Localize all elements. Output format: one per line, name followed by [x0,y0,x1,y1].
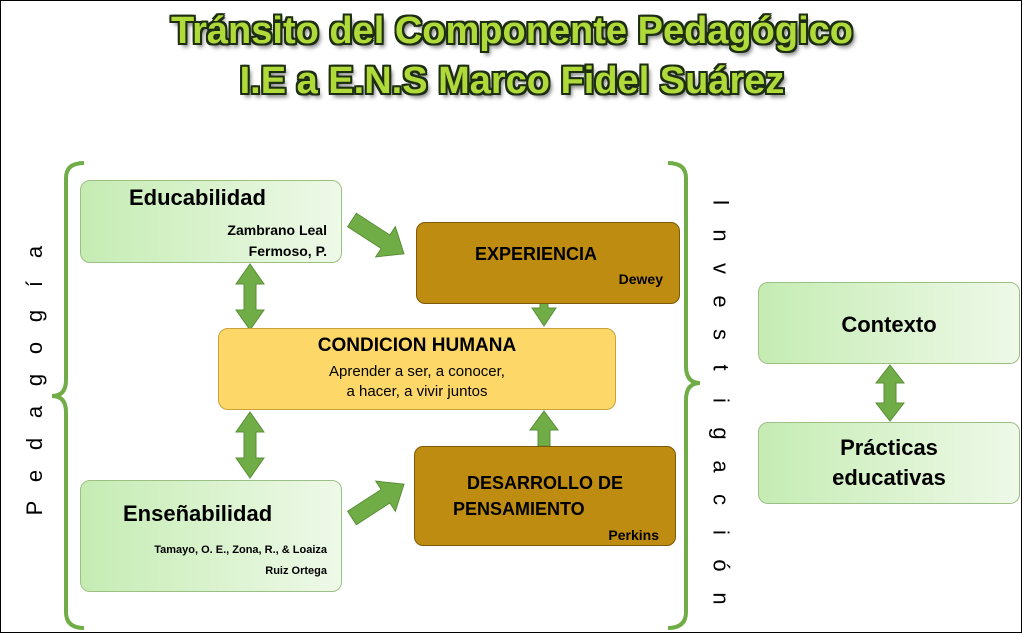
side-label-letter: n [708,229,734,242]
educabilidad-ref-1: Zambrano Leal [227,222,327,238]
side-label-letter: i [708,530,734,535]
side-label-letter: a [22,245,47,259]
experiencia-title: EXPERIENCIA [475,244,598,264]
side-label-letter: í [22,280,47,288]
right-bracket [667,161,701,630]
practicas-line-2: educativas [832,465,946,490]
experiencia-ref: Dewey [618,271,663,287]
ensenabilidad-box: Enseñabilidad Tamayo, O. E., Zona, R., &… [80,480,342,592]
double-arrow-contexto-practicas [874,364,906,422]
side-label-letter: n [708,592,734,605]
side-label-letter: e [22,469,47,483]
practicas-line-1: Prácticas [840,435,938,460]
side-label-letter: g [22,309,47,323]
condicion-title: CONDICION HUMANA [317,335,517,356]
desarrollo-title-2: PENSAMIENTO [453,499,585,519]
desarrollo-pensamiento-box: DESARROLLO DE PENSAMIENTO Perkins [414,446,676,546]
side-label-letter: I [708,199,734,206]
ensenabilidad-ref-1: Tamayo, O. E., Zona, R., & Loaiza [154,544,327,556]
educabilidad-box: Educabilidad Zambrano Leal Fermoso, P. [80,180,342,263]
double-arrow-condicion-ensenabilidad [235,411,265,479]
condicion-line-2: a hacer, a vivir juntos [346,383,488,400]
side-label-letter: d [22,437,47,451]
side-label-letter: e [708,295,734,308]
side-label-letter: a [22,405,47,419]
side-label-letter: g [708,427,734,440]
side-label-letter: t [708,364,734,371]
side-label-letter: i [708,398,734,403]
side-label-letter: s [708,329,734,340]
contexto-box: Contexto [758,282,1020,364]
side-label-letter: P [22,500,47,516]
title-line-2: I.E a E.N.S Marco Fidel Suárez [239,60,785,102]
contexto-title: Contexto [841,312,937,337]
arrow-ensenabilidad-to-desarrollo [346,480,405,526]
ensenabilidad-title: Enseñabilidad [123,501,273,526]
title-line-1: Tránsito del Componente Pedagógico [171,10,853,52]
side-label-letter: ó [708,559,734,572]
ensenabilidad-ref-2: Ruiz Ortega [265,565,327,577]
desarrollo-ref: Perkins [608,527,659,543]
left-bracket [51,161,85,630]
side-label-letter: o [22,341,47,355]
practicas-educativas-box: Prácticas educativas [758,422,1020,504]
side-label-letter: a [708,460,734,473]
side-label-letter: g [22,373,47,387]
side-label-letter: c [708,494,734,505]
educabilidad-title: Educabilidad [129,185,266,210]
condicion-humana-box: CONDICION HUMANA Aprender a ser, a conoc… [218,328,616,410]
experiencia-box: EXPERIENCIA Dewey [416,222,680,304]
arrow-desarrollo-to-condicion [529,410,559,447]
arrow-educabilidad-to-experiencia [346,212,405,258]
educabilidad-ref-2: Fermoso, P. [248,243,327,259]
condicion-line-1: Aprender a ser, a conocer, [329,363,505,380]
double-arrow-educabilidad-condicion [235,263,265,331]
desarrollo-title-1: DESARROLLO DE [466,473,623,493]
side-label-letter: v [708,263,734,274]
